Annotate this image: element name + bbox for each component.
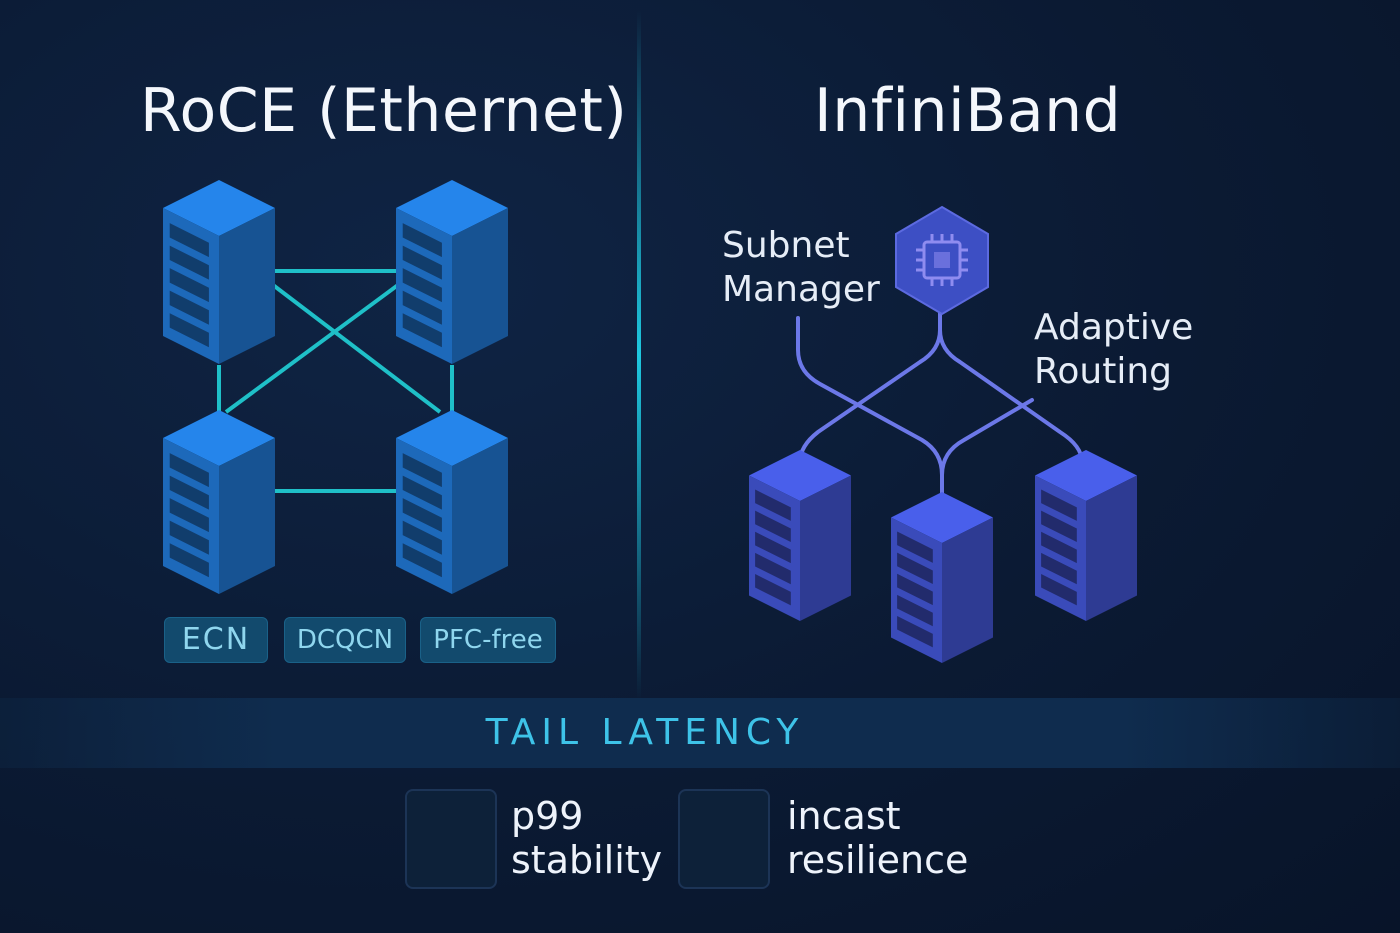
ib-server-middle-right-face bbox=[942, 517, 993, 663]
roce-server-top-right-slot bbox=[402, 290, 442, 325]
roce-server-bottom-left-slot bbox=[169, 475, 209, 510]
ib-server-left-slot bbox=[755, 574, 791, 606]
roce-server-bottom-right-slot bbox=[402, 453, 442, 488]
roce-server-bottom-left-slot bbox=[169, 543, 209, 578]
roce-server-bottom-right-slot bbox=[402, 520, 442, 555]
subnet-manager-node bbox=[895, 205, 989, 316]
tag-dcqcn: DCQCN bbox=[284, 617, 406, 663]
ib-server-right bbox=[1035, 450, 1137, 621]
ib-server-middle bbox=[891, 492, 993, 663]
ib-server-right-slot bbox=[1041, 552, 1077, 585]
roce-server-top-left-slot bbox=[169, 245, 209, 280]
ib-server-middle-slot bbox=[897, 616, 933, 648]
ib-server-middle-slot bbox=[897, 573, 933, 606]
ib-server-left-slot bbox=[755, 552, 791, 585]
ib-link-manager-mid bbox=[796, 316, 944, 497]
ib-server-left bbox=[749, 450, 851, 621]
metric-incast-resilience: incast resilience bbox=[787, 794, 969, 882]
ib-server-middle-slot bbox=[897, 552, 933, 585]
roce-server-top-right-slot bbox=[402, 223, 442, 258]
roce-servers bbox=[163, 180, 508, 594]
roce-server-top-left-slot bbox=[169, 223, 209, 258]
ib-server-right-slot bbox=[1041, 531, 1077, 564]
roce-server-bottom-left-slot bbox=[169, 520, 209, 555]
roce-server-top-right bbox=[396, 180, 508, 364]
ib-server-middle-slot bbox=[897, 594, 933, 627]
tail-latency-title: TAIL LATENCY bbox=[485, 712, 805, 753]
roce-server-bottom-right-right-face bbox=[452, 438, 508, 594]
ib-server-right-right-face bbox=[1086, 475, 1137, 621]
ib-server-left-slot bbox=[755, 531, 791, 564]
roce-server-top-left-right-face bbox=[219, 208, 275, 364]
roce-title: RoCE (Ethernet) bbox=[140, 76, 628, 146]
roce-server-top-right-slot bbox=[402, 245, 442, 280]
roce-link-diagonal-2 bbox=[224, 283, 400, 414]
gauge-icon-box bbox=[405, 789, 497, 889]
roce-server-bottom-right bbox=[396, 410, 508, 594]
roce-server-top-left-slot bbox=[169, 268, 209, 303]
ib-link-sm-right bbox=[938, 328, 1084, 464]
ib-server-right-slot bbox=[1041, 574, 1077, 606]
ib-server-right-slot bbox=[1041, 489, 1077, 521]
tag-ecn: ECN bbox=[164, 617, 268, 663]
tail-latency-band bbox=[0, 698, 1400, 768]
roce-server-bottom-right-slot bbox=[402, 543, 442, 578]
roce-server-bottom-right-slot bbox=[402, 475, 442, 510]
roce-server-top-right-right-face bbox=[452, 208, 508, 364]
roce-server-bottom-left-slot bbox=[169, 453, 209, 488]
subnet-manager-label: Subnet Manager bbox=[722, 225, 880, 310]
incast-icon-box bbox=[678, 789, 770, 889]
ib-server-right-slot bbox=[1041, 510, 1077, 543]
infiniband-title: InfiniBand bbox=[814, 76, 1122, 146]
ib-server-middle-slot bbox=[897, 531, 933, 563]
ib-link-adaptive-mid bbox=[940, 398, 1034, 477]
roce-server-top-right-slot bbox=[402, 268, 442, 303]
adaptive-routing-label: Adaptive Routing bbox=[1034, 307, 1194, 392]
roce-link-diagonal-1 bbox=[271, 283, 442, 414]
ib-server-left-slot bbox=[755, 510, 791, 543]
ib-server-left-right-face bbox=[800, 475, 851, 621]
roce-server-bottom-left-slot bbox=[169, 498, 209, 533]
roce-links bbox=[217, 269, 454, 493]
roce-server-top-left-slot bbox=[169, 313, 209, 348]
metric-p99-stability: p99 stability bbox=[511, 794, 663, 882]
ib-server-left-slot bbox=[755, 489, 791, 521]
roce-server-bottom-left-right-face bbox=[219, 438, 275, 594]
roce-server-bottom-left bbox=[163, 410, 275, 594]
ib-servers bbox=[749, 450, 1137, 663]
chip-icon bbox=[916, 234, 968, 286]
roce-server-top-right-slot bbox=[402, 313, 442, 348]
roce-server-top-left-slot bbox=[169, 290, 209, 325]
roce-server-top-left bbox=[163, 180, 275, 364]
roce-server-bottom-right-slot bbox=[402, 498, 442, 533]
tag-pfc-free: PFC-free bbox=[420, 617, 556, 663]
center-divider bbox=[637, 10, 641, 700]
